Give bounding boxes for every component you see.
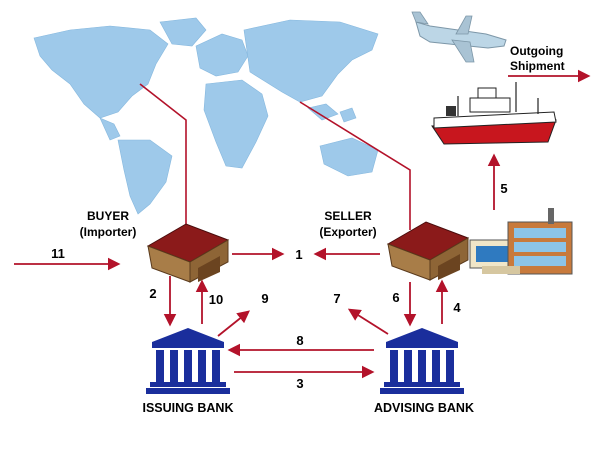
- step-11: 11: [51, 246, 65, 261]
- step-2: 2: [149, 286, 156, 301]
- shipment-label: Shipment: [510, 59, 565, 73]
- cargo-ship-icon: [431, 82, 557, 145]
- buyer-sublabel: (Importer): [80, 225, 137, 239]
- outgoing-label: Outgoing: [510, 44, 563, 58]
- buyer-warehouse-icon: [146, 223, 230, 283]
- advising-bank-icon: [380, 328, 464, 394]
- step-10: 10: [209, 292, 223, 307]
- flow-arrows: [14, 69, 591, 379]
- step-3: 3: [296, 376, 303, 391]
- step-4: 4: [453, 300, 461, 315]
- map-link-lines: [139, 83, 411, 230]
- step-5: 5: [500, 181, 507, 196]
- step-8: 8: [296, 333, 303, 348]
- step-1: 1: [295, 247, 302, 262]
- step-6: 6: [392, 290, 399, 305]
- arrow-7: [347, 308, 389, 335]
- step-7: 7: [333, 291, 340, 306]
- factory-icon: [469, 208, 573, 275]
- seller-warehouse-icon: [386, 221, 470, 281]
- buyer-label: BUYER: [87, 209, 129, 223]
- issuing-bank-label: ISSUING BANK: [143, 401, 234, 415]
- seller-sublabel: (Exporter): [319, 225, 376, 239]
- seller-label: SELLER: [324, 209, 372, 223]
- arrow-9: [217, 310, 250, 337]
- world-map-icon: [33, 17, 379, 215]
- advising-bank-label: ADVISING BANK: [374, 401, 474, 415]
- step-9: 9: [261, 291, 268, 306]
- airplane-icon: [411, 11, 507, 63]
- issuing-bank-icon: [146, 328, 230, 394]
